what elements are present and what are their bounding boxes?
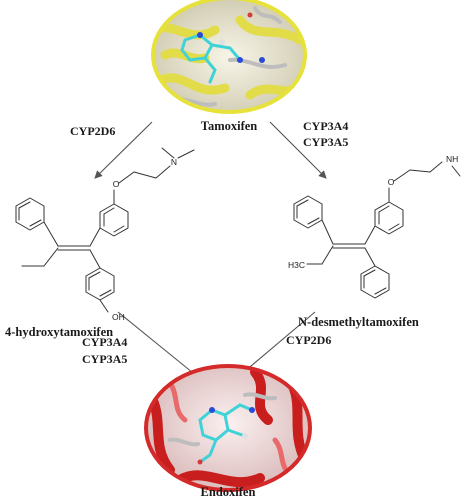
- enzyme-cyp3a5-top: CYP3A5: [303, 135, 348, 149]
- 4-hydroxytamoxifen-structure: [15, 147, 195, 313]
- tamoxifen-label: Tamoxifen: [201, 119, 258, 133]
- endoxifen-protein-image: [144, 364, 312, 492]
- endoxifen-label: Endoxifen: [201, 485, 256, 499]
- tamoxifen-protein-image: [151, 0, 307, 114]
- 4-hydroxytamoxifen-label: 4-hydroxytamoxifen: [5, 325, 113, 339]
- left-hydroxyl-group: OH: [112, 312, 125, 322]
- n-desmethyltamoxifen-label: N-desmethyltamoxifen: [298, 315, 419, 329]
- right-oxygen-atom: O: [388, 177, 395, 187]
- enzyme-cyp2d6-top: CYP2D6: [70, 124, 115, 138]
- arrow-tamoxifen-to-n-desmethyltamoxifen: [269, 121, 327, 179]
- enzyme-cyp3a4-bottom: CYP3A4: [82, 335, 127, 349]
- n-desmethyltamoxifen-structure: [293, 161, 461, 299]
- left-nitrogen-atom: N: [171, 157, 177, 167]
- arrow-n-desmethyltamoxifen-to-endoxifen: [237, 311, 316, 378]
- right-nh-group: NH: [446, 154, 458, 164]
- right-h3c-group: H3C: [288, 260, 305, 270]
- enzyme-cyp3a5-bottom: CYP3A5: [82, 352, 127, 366]
- arrow-tamoxifen-to-4-hydroxytamoxifen: [94, 121, 153, 179]
- arrow-4-hydroxytamoxifen-to-endoxifen: [117, 311, 199, 378]
- enzyme-cyp3a4-top: CYP3A4: [303, 119, 348, 133]
- enzyme-cyp2d6-bottom: CYP2D6: [286, 333, 331, 347]
- left-oxygen-atom: O: [113, 179, 120, 189]
